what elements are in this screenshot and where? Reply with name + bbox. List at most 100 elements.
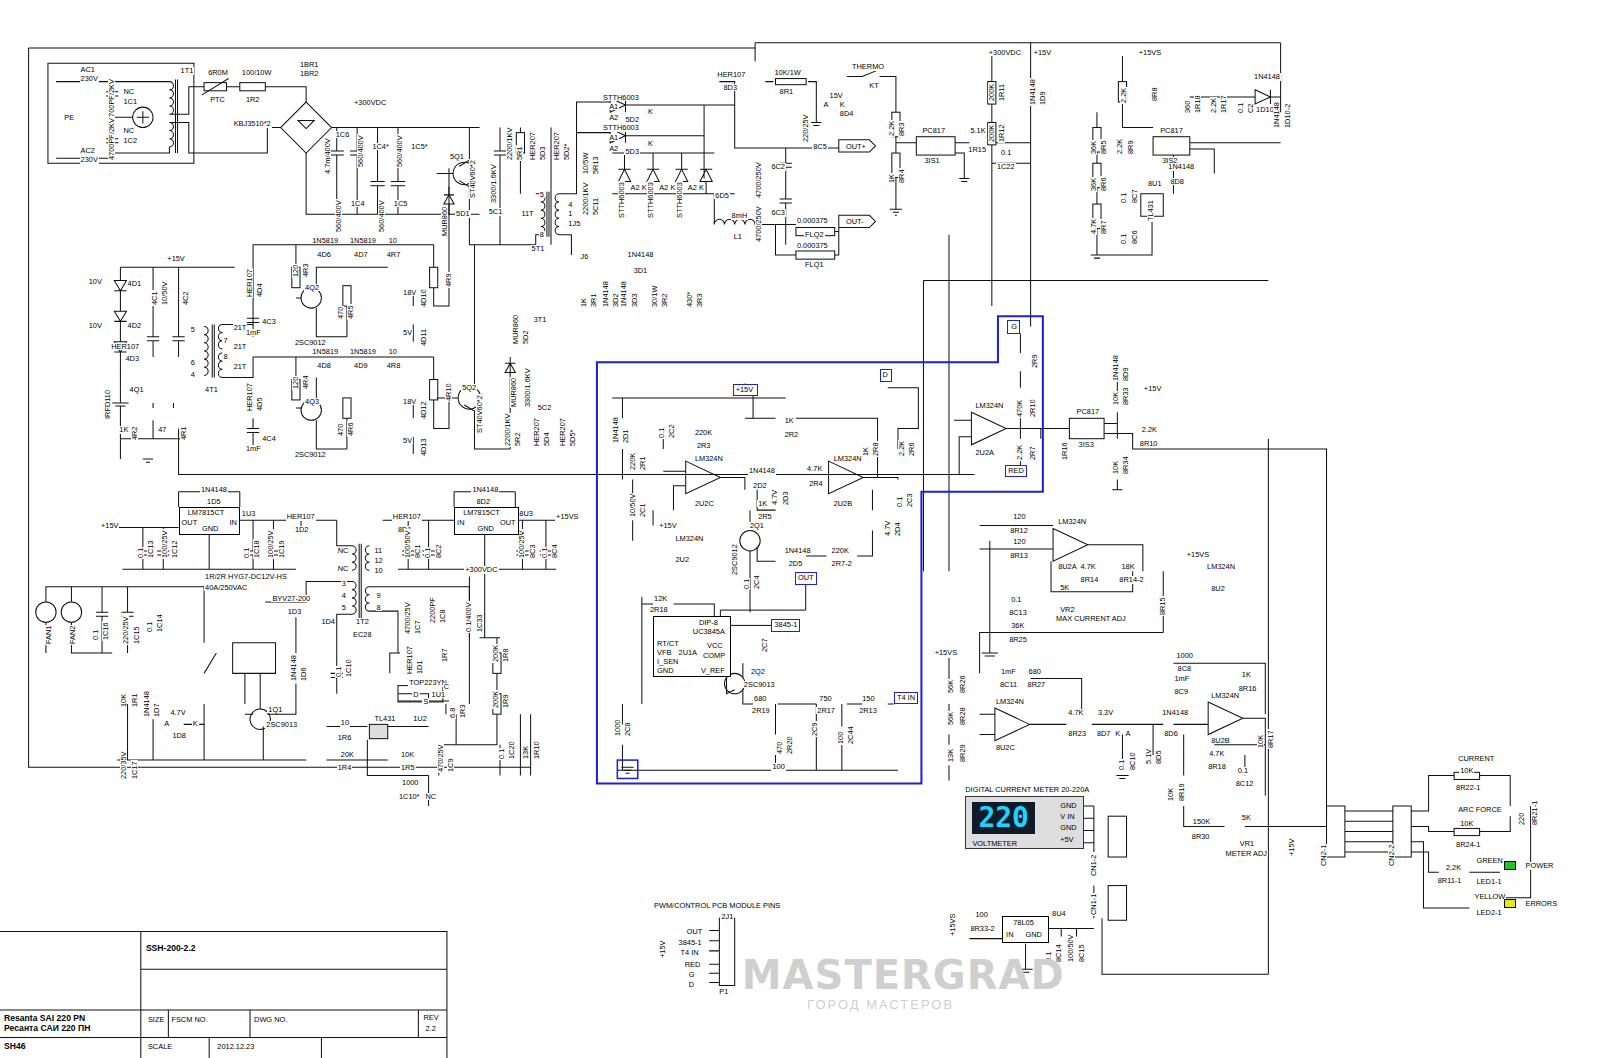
- part-label: 2D3: [782, 490, 789, 506]
- part-label: 1N4148: [143, 690, 150, 718]
- part-label: HER107: [246, 382, 253, 412]
- part-label: 430*: [686, 291, 693, 308]
- part-label: 4.7K: [1067, 709, 1084, 716]
- part-label: 18K: [1120, 563, 1135, 570]
- box-text: OUT: [500, 519, 516, 526]
- part-label: 220/35V: [120, 751, 127, 781]
- part-label: A2: [687, 184, 698, 191]
- part-label: 0.1: [498, 748, 505, 760]
- part-label: 0.1: [1000, 149, 1012, 156]
- box-text: RED: [1008, 467, 1024, 474]
- part-label: 680: [1028, 668, 1042, 675]
- part-label: 8C9: [1173, 688, 1189, 695]
- part-label: 3D2: [612, 293, 619, 309]
- part-label: 1C10: [345, 659, 352, 679]
- box-text: LM7815CT: [188, 509, 225, 516]
- part-label: 4Q1: [129, 386, 145, 393]
- input-filter: [56, 79, 306, 159]
- box-text: GND: [478, 525, 494, 532]
- part-label: 11T: [520, 210, 534, 217]
- part-label: 470/25V: [437, 744, 444, 774]
- part-label: 8R24-1: [1455, 841, 1481, 848]
- part-label: 8R26: [959, 674, 966, 694]
- part-label: BYV27-200: [271, 595, 311, 602]
- part-label: FLQ1: [804, 261, 824, 268]
- part-label: 100/50V: [1067, 934, 1074, 964]
- part-label: 0.1: [1237, 767, 1249, 774]
- part-label: 21T: [233, 324, 248, 331]
- part-label: 8R27: [1027, 681, 1047, 688]
- part-label: 1D6: [300, 666, 307, 682]
- part-label: CURRENT: [1457, 755, 1495, 762]
- part-label: 5D2: [522, 329, 529, 345]
- part-label: METER ADJ: [1224, 850, 1267, 857]
- part-label: 1N5819: [311, 237, 339, 244]
- part-label: 2200PF: [429, 597, 436, 625]
- part-label: 220K: [694, 429, 713, 436]
- legend-text: ERRORS: [1524, 900, 1558, 907]
- part-label: 2SC9012: [731, 544, 738, 577]
- part-label: 1T1: [180, 67, 195, 74]
- part-label: 21T: [233, 363, 248, 370]
- part-label: LM324N: [694, 455, 724, 462]
- part-label: 5Q1: [449, 153, 465, 160]
- part-label: 1mF: [245, 445, 262, 452]
- part-label: 18V: [402, 398, 417, 405]
- part-label: 220/25V: [122, 615, 129, 645]
- part-label: 100: [974, 911, 988, 918]
- part-label: 1U2: [412, 715, 428, 722]
- part-label: 8: [539, 231, 545, 238]
- part-label: 150K: [1192, 818, 1211, 825]
- part-label: 4D9: [353, 362, 369, 369]
- part-label: 1D3: [287, 608, 303, 615]
- part-label: VR1: [1239, 840, 1255, 847]
- part-label: 1U3: [241, 510, 257, 517]
- part-label: 1D8: [171, 732, 187, 739]
- box-text: GND: [1060, 824, 1076, 831]
- part-label: 3300/1.6KV: [490, 163, 497, 204]
- part-label: 4D2: [127, 322, 143, 329]
- part-label: 56K: [947, 679, 954, 694]
- part-label: 560/400V: [335, 199, 342, 233]
- part-label: 470K: [1016, 399, 1023, 418]
- part-label: 4: [190, 371, 196, 378]
- part-label: 8C1: [414, 544, 421, 560]
- box-text: LM7815CT: [463, 509, 500, 516]
- part-label: 4R6: [347, 421, 354, 437]
- part-label: 100/10W: [241, 69, 273, 76]
- part-label: 1R6: [337, 734, 353, 741]
- part-label: 8R1: [779, 88, 795, 95]
- part-label: FAN2: [69, 624, 76, 644]
- part-label: L1: [733, 233, 743, 240]
- watermark-or-title-text: Ресанта САИ 220 ПН: [3, 1024, 91, 1033]
- part-label: 2Q2: [750, 668, 766, 675]
- part-label: 1C10*: [398, 793, 421, 800]
- part-label: NC: [337, 565, 350, 572]
- part-label: 8R17: [1267, 729, 1274, 749]
- part-label: 5: [539, 191, 545, 198]
- part-label: 10V: [88, 322, 103, 329]
- part-label: 5D2*: [563, 143, 570, 161]
- part-label: 12: [373, 557, 383, 564]
- part-label: 4D1: [127, 280, 143, 287]
- part-label: HER107: [406, 645, 413, 675]
- part-label: 8R11-1: [1437, 877, 1463, 884]
- part-label: 5.1K: [969, 127, 986, 134]
- part-label: 36K: [1010, 622, 1025, 629]
- part-label: 10K: [1459, 820, 1474, 827]
- main-transformer: [536, 102, 610, 255]
- part-label: VR2: [1059, 606, 1075, 613]
- box-text: IN: [1006, 931, 1013, 938]
- part-label: 2D4: [894, 521, 901, 537]
- part-label: 2R2: [784, 431, 800, 438]
- part-label: DWG NO.: [253, 1016, 288, 1023]
- part-label: 1N4148: [1167, 163, 1195, 170]
- legend-text: POWER: [1524, 862, 1554, 869]
- part-label: 4Q2: [304, 284, 320, 291]
- part-label: 2.2K: [1016, 444, 1023, 461]
- part-label: 3R2: [661, 293, 668, 309]
- part-label: KT: [868, 82, 879, 89]
- part-label: 4.7K: [1080, 563, 1097, 570]
- part-label: 2R17: [816, 707, 836, 714]
- part-label: 8R15: [1159, 597, 1166, 617]
